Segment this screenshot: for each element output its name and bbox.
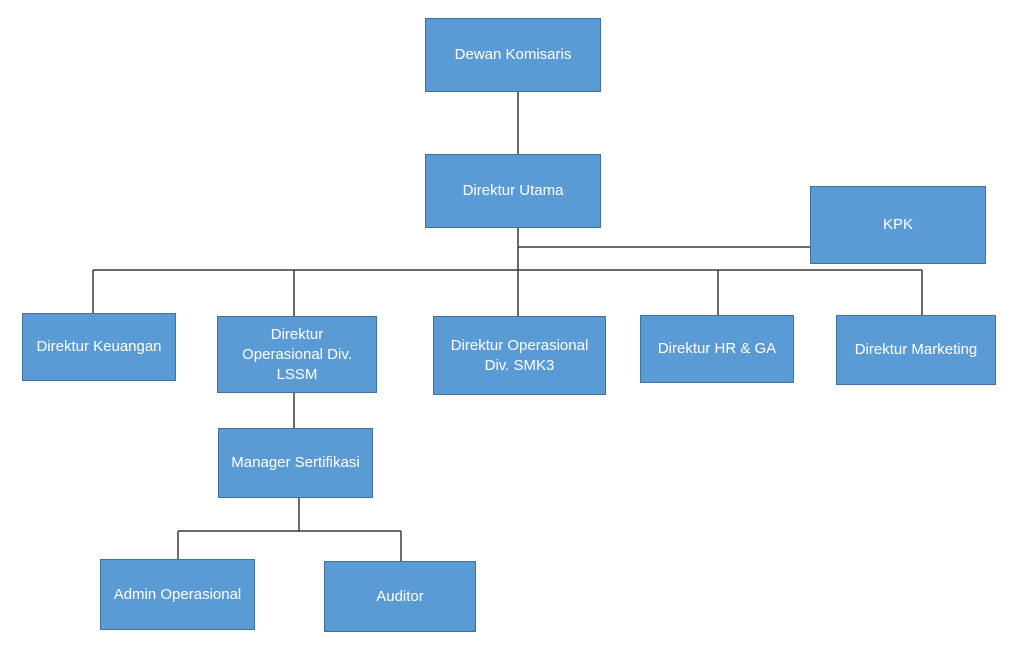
node-manager-sertifikasi: Manager Sertifikasi: [218, 428, 373, 498]
node-label: Direktur Operasional Div. SMK3: [450, 336, 589, 374]
node-direktur-operasional-lssm: Direktur Operasional Div. LSSM: [217, 316, 377, 393]
node-direktur-hr-ga: Direktur HR & GA: [640, 315, 794, 383]
node-direktur-keuangan: Direktur Keuangan: [22, 313, 176, 381]
node-label: Direktur Keuangan: [36, 338, 162, 355]
node-dewan-komisaris: Dewan Komisaris: [425, 18, 601, 92]
node-label: Direktur Operasional Div. LSSM: [242, 325, 352, 383]
node-label: Direktur Utama: [462, 182, 564, 199]
node-label: Admin Operasional: [113, 585, 242, 603]
node-label: Manager Sertifikasi: [231, 454, 360, 471]
node-direktur-marketing: Direktur Marketing: [836, 315, 996, 385]
node-direktur-operasional-smk3: Direktur Operasional Div. SMK3: [433, 316, 606, 395]
node-auditor: Auditor: [324, 561, 476, 632]
node-label: Direktur HR & GA: [657, 340, 777, 357]
node-label: Dewan Komisaris: [454, 46, 572, 63]
node-label: Direktur Marketing: [854, 341, 978, 358]
node-label: Auditor: [376, 587, 424, 605]
node-kpk: KPK: [810, 186, 986, 264]
node-admin-operasional: Admin Operasional: [100, 559, 255, 630]
node-label: KPK: [882, 216, 913, 233]
node-direktur-utama: Direktur Utama: [425, 154, 601, 228]
